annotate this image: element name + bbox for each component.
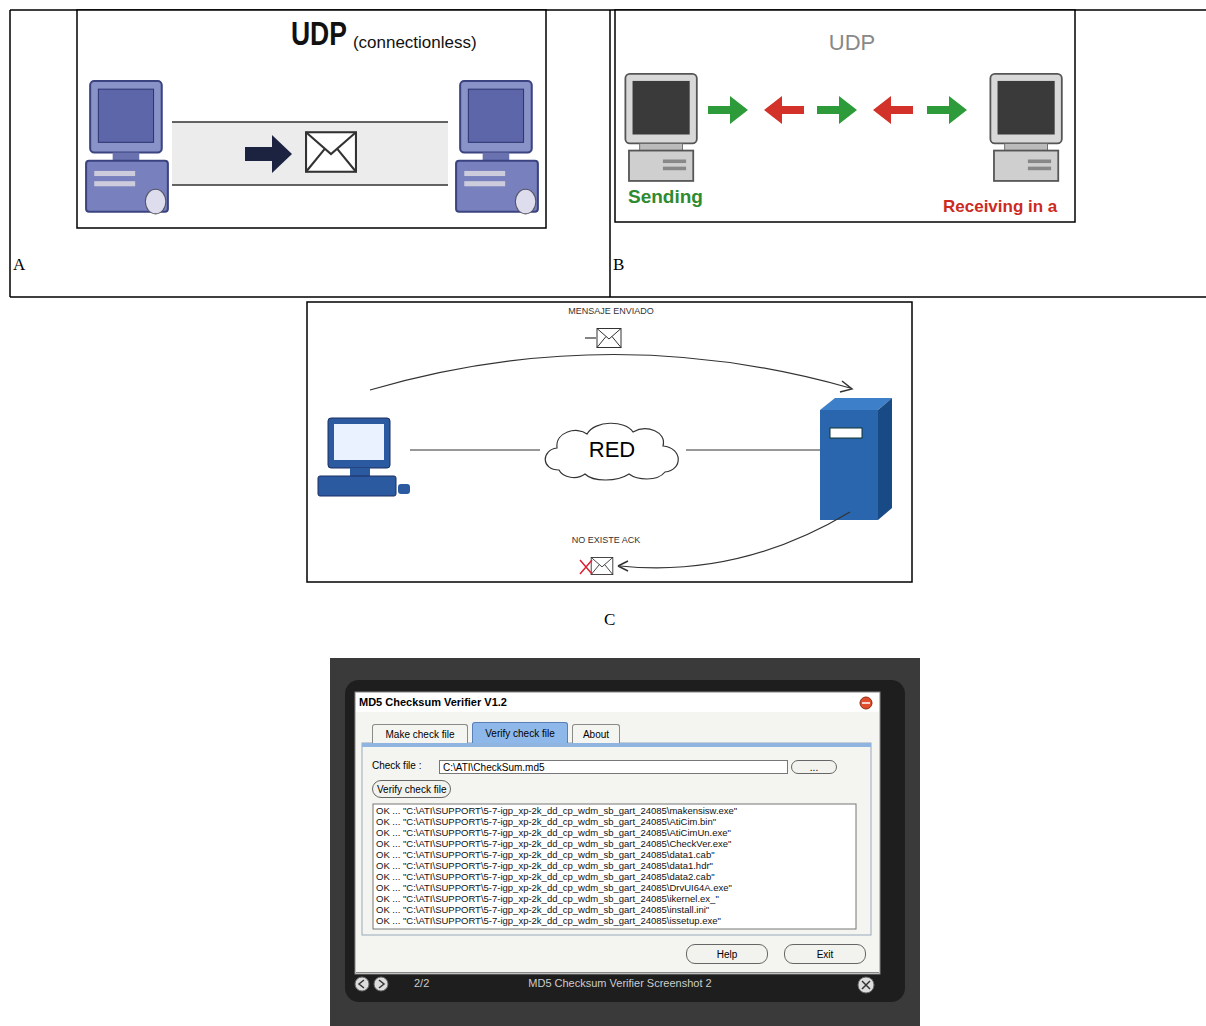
cloud-label: RED — [589, 437, 635, 463]
result-line: OK ... "C:\ATI\SUPPORT\5-7-igp_xp-2k_dd_… — [376, 850, 715, 861]
text-field: C:\ATI\CheckSum.md5 — [439, 760, 788, 774]
panel-letter: B — [613, 255, 624, 275]
tab-selected: Verify check file — [472, 722, 568, 743]
result-line: OK ... "C:\ATI\SUPPORT\5-7-igp_xp-2k_dd_… — [376, 872, 715, 883]
result-line: OK ... "C:\ATI\SUPPORT\5-7-igp_xp-2k_dd_… — [376, 839, 731, 850]
message-label: MENSAJE ENVIADO — [568, 306, 654, 316]
client-pc — [318, 418, 410, 496]
sender-label: Sending — [628, 186, 703, 208]
screenshot-caption: MD5 Checksum Verifier Screenshot 2 — [528, 977, 711, 990]
receiver-label: Receiving in a — [943, 197, 1057, 217]
page-counter: 2/2 — [414, 977, 429, 990]
result-line: OK ... "C:\ATI\SUPPORT\5-7-igp_xp-2k_dd_… — [376, 883, 732, 894]
control-text: Verify check file — [377, 784, 446, 795]
result-line: OK ... "C:\ATI\SUPPORT\5-7-igp_xp-2k_dd_… — [376, 828, 731, 839]
browse-button: ... — [791, 760, 837, 774]
result-line: OK ... "C:\ATI\SUPPORT\5-7-igp_xp-2k_dd_… — [376, 817, 716, 828]
push-button: Exit — [784, 944, 866, 964]
push-button: Help — [686, 944, 768, 964]
window-title: MD5 Checksum Verifier V1.2 — [359, 696, 507, 709]
tab: About — [572, 724, 620, 743]
panel-letter: A — [13, 255, 25, 275]
panel-letter: C — [604, 610, 615, 630]
result-line: OK ... "C:\ATI\SUPPORT\5-7-igp_xp-2k_dd_… — [376, 861, 713, 872]
result-line: OK ... "C:\ATI\SUPPORT\5-7-igp_xp-2k_dd_… — [376, 905, 709, 916]
tab: Make check file — [372, 724, 468, 743]
field-label: Check file : — [372, 760, 421, 772]
control-text: Make check file — [386, 729, 455, 740]
control-text: ... — [810, 762, 818, 773]
panel-title: UDP — [829, 30, 875, 55]
result-line: OK ... "C:\ATI\SUPPORT\5-7-igp_xp-2k_dd_… — [376, 806, 737, 817]
push-button: Verify check file — [372, 780, 451, 798]
server — [820, 398, 892, 520]
control-text: Help — [717, 949, 738, 960]
control-text: Verify check file — [485, 728, 554, 739]
panel-subtitle: (connectionless) — [353, 33, 477, 53]
panel-title: UDP — [291, 14, 347, 53]
ack-label: NO EXISTE ACK — [572, 535, 641, 545]
result-line: OK ... "C:\ATI\SUPPORT\5-7-igp_xp-2k_dd_… — [376, 894, 719, 905]
network-cloud: RED — [537, 418, 687, 482]
control-text: Exit — [817, 949, 834, 960]
control-text: About — [583, 729, 609, 740]
result-line: OK ... "C:\ATI\SUPPORT\5-7-igp_xp-2k_dd_… — [376, 916, 721, 927]
control-text: C:\ATI\CheckSum.md5 — [443, 762, 545, 773]
